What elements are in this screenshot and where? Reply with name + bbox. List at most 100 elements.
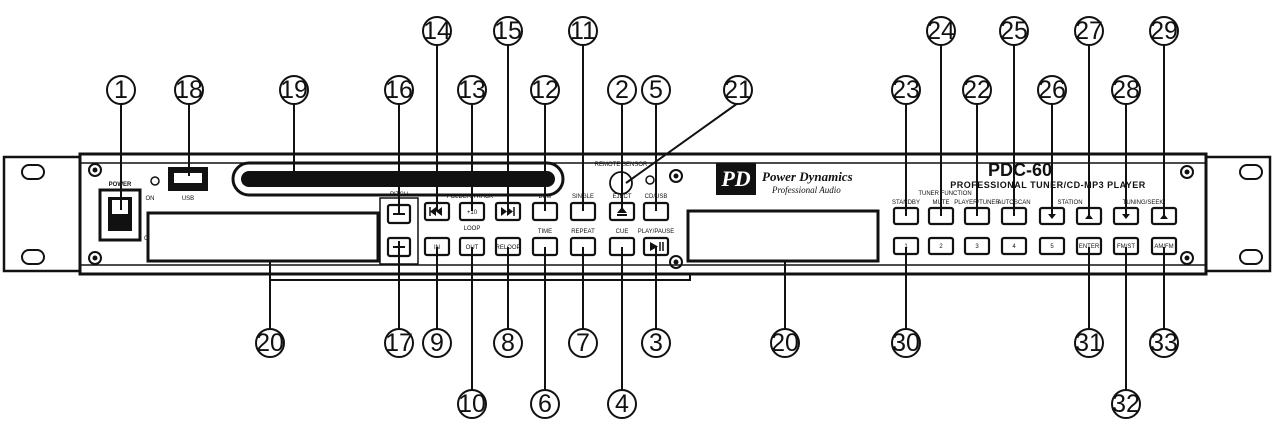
callout-9: 9: [422, 328, 452, 358]
callout-32: 32: [1111, 389, 1141, 419]
station-label: STATION: [1057, 200, 1082, 206]
callout-10: 10: [457, 389, 487, 419]
right-rack-ear: [1204, 155, 1272, 273]
svg-text:9: 9: [430, 329, 444, 357]
model-description: PROFESSIONAL TUNER/CD-MP3 PLAYER: [950, 180, 1146, 190]
callout-22: 22: [962, 75, 992, 105]
brand-name: Power Dynamics: [762, 169, 853, 184]
screw: [669, 255, 683, 269]
callout-20-right: 20: [770, 328, 800, 358]
callout-21: 21: [723, 75, 753, 105]
repeat-label: REPEAT: [571, 229, 595, 235]
callout-8: 8: [493, 328, 523, 358]
callout-12: 12: [530, 75, 560, 105]
screw: [88, 163, 102, 177]
svg-text:24: 24: [927, 17, 955, 45]
time-label: TIME: [538, 229, 552, 235]
svg-text:29: 29: [1150, 17, 1178, 45]
callout-19: 19: [279, 75, 309, 105]
callout-25: 25: [999, 16, 1029, 46]
preset-3-label: 3: [975, 244, 979, 250]
svg-text:20: 20: [771, 329, 799, 357]
preset-4-label: 4: [1012, 244, 1016, 250]
brand-logo-text: PD: [720, 166, 750, 191]
svg-text:8: 8: [501, 329, 515, 357]
svg-text:20: 20: [256, 329, 284, 357]
callout-23: 23: [891, 75, 921, 105]
callout-26: 26: [1037, 75, 1067, 105]
plus10-label: +10: [467, 210, 478, 216]
callout-30: 30: [891, 328, 921, 358]
svg-text:12: 12: [531, 76, 559, 104]
preset-5-label: 5: [1050, 244, 1054, 250]
callout-17: 17: [384, 328, 414, 358]
preset-2-label: 2: [939, 244, 943, 250]
svg-text:13: 13: [458, 76, 486, 104]
preset-2-button[interactable]: [927, 236, 955, 256]
display-tuner: [686, 209, 880, 263]
svg-text:7: 7: [576, 329, 590, 357]
folder-track-label: FOLDER/TRACK: [447, 194, 493, 200]
cue-label: CUE: [616, 229, 629, 235]
callout-4: 4: [607, 389, 637, 419]
usb-label: USB: [182, 196, 194, 202]
svg-text:28: 28: [1112, 76, 1140, 104]
svg-text:27: 27: [1075, 17, 1103, 45]
svg-text:25: 25: [1000, 17, 1028, 45]
display-player: [146, 211, 380, 263]
svg-text:3: 3: [649, 329, 663, 357]
svg-text:22: 22: [963, 76, 991, 104]
callout-2: 2: [607, 75, 637, 105]
svg-text:31: 31: [1075, 329, 1103, 357]
svg-text:6: 6: [538, 390, 552, 418]
callout-5: 5: [641, 75, 671, 105]
svg-text:15: 15: [494, 17, 522, 45]
callout-13: 13: [457, 75, 487, 105]
screw: [1180, 165, 1194, 179]
svg-text:11: 11: [570, 17, 596, 45]
callout-14: 14: [422, 16, 452, 46]
left-rack-ear: [2, 155, 82, 273]
callout-11: 11: [568, 16, 598, 46]
indicator-led: [645, 175, 655, 185]
callout-1: 1: [106, 75, 136, 105]
svg-text:10: 10: [458, 390, 486, 418]
model-name: PDC-60: [988, 160, 1052, 180]
svg-text:19: 19: [280, 76, 308, 104]
callout-27: 27: [1074, 16, 1104, 46]
screw: [88, 251, 102, 265]
callout-28: 28: [1111, 75, 1141, 105]
callout-3: 3: [641, 328, 671, 358]
usb-led: [150, 176, 160, 186]
callout-18: 18: [174, 75, 204, 105]
svg-text:17: 17: [385, 329, 413, 357]
callout-33: 33: [1149, 328, 1179, 358]
preset-3-button[interactable]: [963, 236, 991, 256]
callout-16: 16: [384, 75, 414, 105]
callout-31: 31: [1074, 328, 1104, 358]
callout-24: 24: [926, 16, 956, 46]
svg-text:2: 2: [615, 76, 629, 104]
svg-text:26: 26: [1038, 76, 1066, 104]
svg-text:1: 1: [114, 76, 128, 104]
callout-20-left: 20: [255, 328, 285, 358]
play-pause-label: PLAY/PAUSE: [638, 229, 674, 235]
callout-15: 15: [493, 16, 523, 46]
svg-text:14: 14: [423, 17, 451, 45]
callout-6: 6: [530, 389, 560, 419]
screw: [669, 169, 683, 183]
callout-7: 7: [568, 328, 598, 358]
power-on-label: ON: [146, 196, 155, 202]
svg-text:21: 21: [724, 76, 752, 104]
svg-text:16: 16: [385, 76, 413, 104]
preset-5-button[interactable]: [1038, 236, 1066, 256]
tuner-function-label: TUNER FUNCTION: [918, 191, 971, 197]
leader-lines: [120, 45, 1165, 390]
svg-text:32: 32: [1112, 390, 1140, 418]
svg-text:30: 30: [892, 329, 920, 357]
brand-sub: Professional Audio: [771, 185, 841, 195]
loop-label: LOOP: [464, 226, 481, 232]
callout-29: 29: [1149, 16, 1179, 46]
preset-4-button[interactable]: [1000, 236, 1028, 256]
